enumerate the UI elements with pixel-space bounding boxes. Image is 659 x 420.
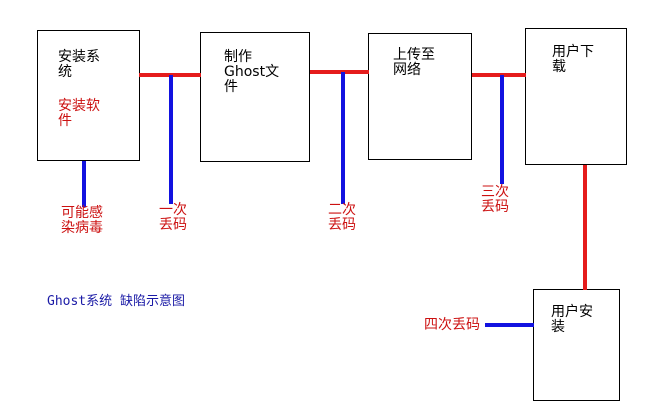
diagram-caption: Ghost系统 缺陷示意图 bbox=[47, 294, 185, 309]
label-user-download: 用户下 载 bbox=[552, 44, 594, 75]
drop-line-loss2 bbox=[341, 72, 345, 204]
label-make-ghost: 制作 Ghost文 件 bbox=[224, 49, 280, 95]
label-loss2: 二次 丢码 bbox=[328, 202, 356, 233]
label-install-system: 安装系 统 bbox=[58, 49, 100, 80]
label-virus: 可能感 染病毒 bbox=[61, 205, 103, 236]
connector-upload-to-download bbox=[472, 73, 526, 77]
box-make-ghost bbox=[200, 32, 310, 162]
label-install-software: 安装软 件 bbox=[58, 98, 100, 129]
connector-download-to-install bbox=[583, 165, 587, 290]
box-upload bbox=[368, 33, 472, 160]
label-loss1: 一次 丢码 bbox=[159, 202, 187, 233]
box-user-download bbox=[525, 28, 627, 165]
connector-ghost-to-upload bbox=[310, 70, 369, 74]
box-user-install bbox=[533, 289, 620, 401]
label-loss4: 四次丢码 bbox=[424, 317, 480, 333]
drop-line-loss4 bbox=[485, 323, 534, 327]
label-upload: 上传至 网络 bbox=[393, 47, 435, 78]
drop-line-loss1 bbox=[169, 75, 173, 204]
drop-line-virus bbox=[82, 161, 86, 207]
label-loss3: 三次 丢码 bbox=[481, 184, 509, 215]
drop-line-loss3 bbox=[500, 75, 504, 184]
box-install-system bbox=[37, 30, 140, 161]
label-user-install: 用户安 装 bbox=[551, 304, 593, 335]
